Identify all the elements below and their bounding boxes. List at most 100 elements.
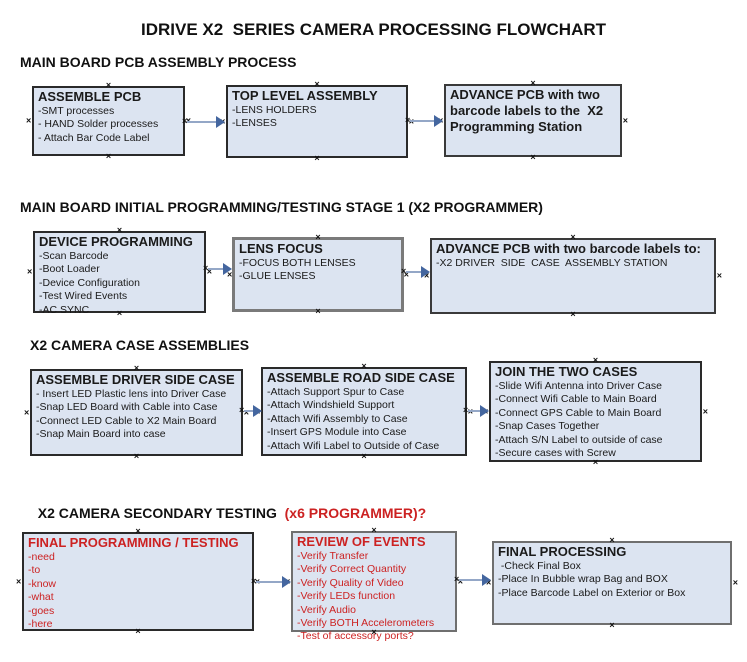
- box-item: -Snap Cases Together: [495, 420, 600, 433]
- arrow-head-icon: [482, 574, 491, 586]
- box-title: FINAL PROCESSING: [498, 544, 627, 559]
- flow-box-top-level-assembly: TOP LEVEL ASSEMBLY -LENS HOLDERS-LENSES …: [220, 80, 414, 163]
- handle-x-icon: ×: [405, 115, 411, 125]
- box-item: -Place In Bubble wrap Bag and BOX: [498, 573, 668, 586]
- box-item: -Verify Audio: [297, 603, 356, 616]
- section-heading-pcb-assembly: MAIN BOARD PCB ASSEMBLY PROCESS: [20, 54, 297, 70]
- box-item: -Attach Wifi Label to Outside of Case: [267, 439, 440, 452]
- handle-x-icon: ×: [702, 406, 708, 416]
- flow-box-advance-pcb-driver-side-station: ADVANCE PCB with two barcode labels to: …: [424, 233, 722, 319]
- box-item: - Insert LED Plastic lens into Driver Ca…: [36, 387, 227, 400]
- box-item: -Attach Wifi Assembly to Case: [267, 412, 408, 425]
- box-item: -to: [28, 564, 41, 577]
- arrow-line: [187, 121, 217, 123]
- box-items: -Scan Barcode-Boot Loader-Device Configu…: [39, 250, 200, 317]
- handle-x-icon: ×: [314, 153, 320, 163]
- box-items: -Check Final Box-Place In Bubble wrap Ba…: [498, 560, 726, 600]
- arrow-line: [406, 271, 422, 273]
- section-heading-initial-programming: MAIN BOARD INITIAL PROGRAMMING/TESTING S…: [20, 199, 543, 215]
- arrow-head-icon: [480, 405, 489, 417]
- flow-box-final-processing: FINAL PROCESSING -Check Final Box-Place …: [486, 536, 738, 630]
- section-heading-programmer-note: (x6 PROGRAMMER)?: [276, 505, 427, 521]
- box-items: -Verify Transfer-Verify Correct Quantity…: [297, 550, 451, 644]
- box-item: -AC SYNC: [39, 303, 90, 316]
- arrow-line: [208, 268, 224, 270]
- box-title: ASSEMBLE DRIVER SIDE CASE: [36, 372, 235, 387]
- handle-x-icon: ×: [16, 576, 22, 586]
- box-item: -Verify Transfer: [297, 549, 369, 562]
- arrow-head-icon: [223, 263, 232, 275]
- box-title: ASSEMBLE ROAD SIDE CASE: [267, 370, 455, 385]
- box-item: -FOCUS BOTH LENSES: [239, 256, 356, 269]
- arrow-head-icon: [421, 266, 430, 278]
- box-item: -Slide Wifi Antenna into Driver Case: [495, 379, 662, 392]
- handle-x-icon: ×: [27, 266, 33, 277]
- arrow-head-icon: [434, 115, 443, 127]
- section-heading-secondary-testing: X2 CAMERA SECONDARY TESTING (x6 PROGRAMM…: [30, 489, 426, 521]
- box-items: -SMT processes- HAND Solder processes- A…: [38, 105, 179, 145]
- box-item: -Secure cases with Screw: [495, 447, 616, 460]
- handle-x-icon: ×: [570, 309, 576, 319]
- arrow-line: [256, 581, 283, 583]
- section-heading-case-assemblies: X2 CAMERA CASE ASSEMBLIES: [30, 337, 250, 353]
- box-item: - Attach Bar Code Label: [38, 131, 150, 144]
- box-item: -LENSES: [232, 117, 277, 130]
- box-item: -goes: [28, 604, 55, 617]
- handle-x-icon: ×: [182, 116, 188, 126]
- box-item: -Check Final Box: [498, 559, 581, 572]
- box-item: -Test of accessory ports?: [297, 630, 414, 643]
- box-items: -LENS HOLDERS-LENSES: [232, 104, 402, 131]
- arrow-line: [244, 410, 254, 412]
- box-item: -X2 DRIVER SIDE CASE ASSEMBLY STATION: [436, 256, 668, 269]
- handle-x-icon: ×: [716, 270, 722, 281]
- handle-x-icon: ×: [732, 577, 738, 588]
- flow-box-review-of-events: REVIEW OF EVENTS -Verify Transfer-Verify…: [285, 526, 463, 643]
- box-item: -Snap Main Board into case: [36, 428, 166, 441]
- box-items: -Attach Support Spur to Case-Attach Wind…: [267, 386, 461, 453]
- box-items: -X2 DRIVER SIDE CASE ASSEMBLY STATION: [436, 257, 710, 270]
- box-item: -GLUE LENSES: [239, 270, 316, 283]
- box-item: -Connect LED Cable to X2 Main Board: [36, 414, 217, 427]
- box-item: -Test Wired Events: [39, 290, 128, 303]
- box-item: -Boot Loader: [39, 263, 100, 276]
- flow-box-advance-pcb-programming-station: ADVANCE PCB with two barcode labels to t…: [438, 79, 628, 162]
- box-item: -SMT processes: [38, 104, 115, 117]
- box-item: -Attach Windshield Support: [267, 399, 395, 412]
- page-title: IDRIVE X2 SERIES CAMERA PROCESSING FLOWC…: [140, 20, 607, 39]
- box-item: -Snap LED Board with Cable into Case: [36, 401, 218, 414]
- box-title: JOIN THE TWO CASES: [495, 364, 638, 379]
- flow-box-join-the-two-cases: JOIN THE TWO CASES -Slide Wifi Antenna i…: [483, 356, 708, 467]
- box-item: -Place Barcode Label on Exterior or Box: [498, 586, 686, 599]
- handle-x-icon: ×: [26, 115, 32, 126]
- flow-box-lens-focus: LENS FOCUS -FOCUS BOTH LENSES-GLUE LENSE…: [227, 233, 409, 316]
- handle-x-icon: ×: [203, 263, 209, 273]
- box-item: -need: [28, 550, 55, 563]
- box-item: -Verify Quality of Video: [297, 576, 404, 589]
- handle-x-icon: ×: [105, 151, 112, 161]
- handle-x-icon: ×: [530, 152, 536, 162]
- box-item: -Connect GPS Cable to Main Board: [495, 406, 662, 419]
- arrow-line: [459, 579, 483, 581]
- box-item: -LENS HOLDERS: [232, 103, 317, 116]
- box-item: -Attach Support Spur to Case: [267, 385, 405, 398]
- handle-x-icon: ×: [251, 576, 257, 586]
- box-items: - Insert LED Plastic lens into Driver Ca…: [36, 388, 237, 442]
- section-heading-secondary-testing-text: X2 CAMERA SECONDARY TESTING: [37, 505, 277, 521]
- flow-box-assemble-pcb: ASSEMBLE PCB -SMT processes- HAND Solder…: [26, 81, 191, 161]
- arrow-head-icon: [253, 405, 262, 417]
- box-title: DEVICE PROGRAMMING: [39, 234, 193, 249]
- box-item: - HAND Solder processes: [38, 118, 159, 131]
- box-item: -what: [28, 591, 54, 604]
- box-item: -Attach S/N Label to outside of case: [495, 433, 663, 446]
- box-items: -Slide Wifi Antenna into Driver Case -Con…: [495, 380, 696, 461]
- box-title: ASSEMBLE PCB: [38, 89, 142, 104]
- flow-box-assemble-road-side-case: ASSEMBLE ROAD SIDE CASE -Attach Support …: [255, 362, 473, 461]
- box-title: ADVANCE PCB with two barcode labels to t…: [450, 87, 607, 134]
- box-item: -know: [28, 577, 57, 590]
- box-item: -Device Configuration: [39, 276, 140, 289]
- box-item: -Insert GPS Module into Case: [267, 426, 407, 439]
- handle-x-icon: ×: [454, 574, 460, 584]
- box-title: REVIEW OF EVENTS: [297, 534, 426, 549]
- box-item: -Verify BOTH Accelerometers: [297, 617, 435, 630]
- arrow-line: [410, 120, 435, 122]
